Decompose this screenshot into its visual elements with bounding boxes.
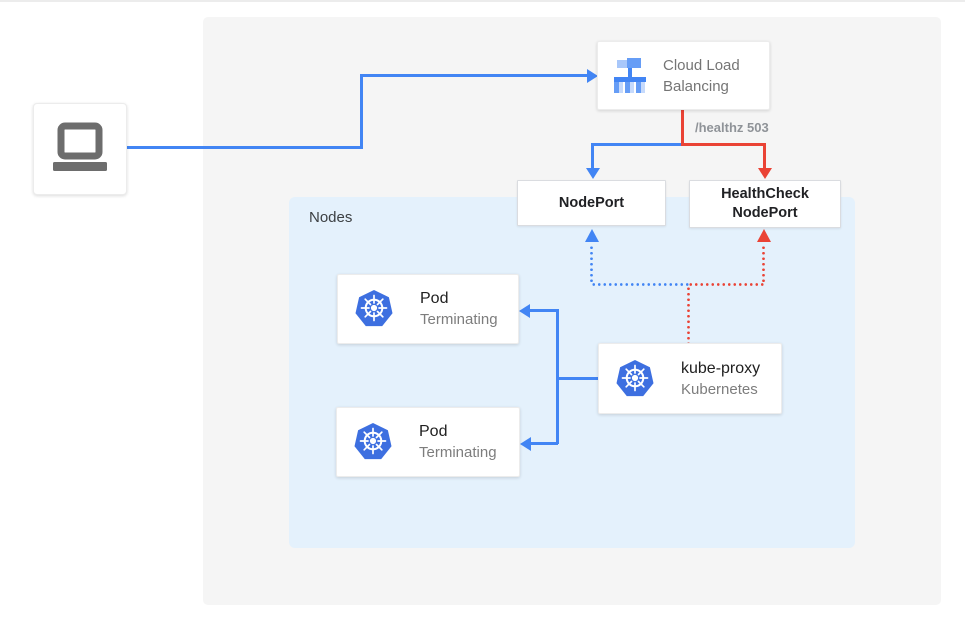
arrowhead-into-pod2 — [520, 437, 531, 451]
edge-to-pod2 — [529, 442, 558, 445]
kube-proxy-card: kube-proxy Kubernetes — [598, 343, 782, 414]
pod2-card: Pod Terminating — [336, 407, 520, 477]
client-card — [33, 103, 127, 195]
pod1-card: Pod Terminating — [337, 274, 519, 344]
pod1-title: Pod — [420, 290, 449, 307]
dotted-red-vertical — [762, 245, 765, 285]
kubernetes-icon — [353, 422, 393, 462]
edge-red-into-healthcheck — [763, 143, 766, 169]
pod2-title: Pod — [419, 423, 448, 440]
pod2-status: Terminating — [419, 444, 497, 461]
arrowhead-into-pod1 — [519, 304, 530, 318]
load-balancer-label-line1: Cloud Load — [663, 56, 740, 74]
edge-lb-down-red — [681, 110, 684, 146]
dotted-arrowhead-into-healthcheck — [757, 229, 771, 242]
kube-proxy-subtitle: Kubernetes — [681, 380, 758, 398]
arrowhead-into-nodeport — [586, 168, 600, 179]
cloud-load-balancing-card: Cloud Load Balancing — [597, 41, 770, 110]
dotted-blue-horizontal — [591, 283, 690, 286]
healthz-503-label: /healthz 503 — [695, 120, 769, 135]
laptop-icon — [48, 122, 112, 176]
edge-client-to-lb-vertical — [360, 74, 363, 149]
kubernetes-icon — [354, 289, 394, 329]
dotted-red-from-kube-proxy — [687, 286, 690, 344]
edge-kube-proxy-connector — [557, 377, 599, 380]
edge-branch-red-horizontal — [681, 143, 766, 146]
healthcheck-nodeport-label-line2: NodePort — [732, 205, 798, 221]
kubernetes-icon — [615, 358, 655, 399]
kube-proxy-title: kube-proxy — [681, 359, 761, 377]
load-balancer-icon — [608, 54, 652, 98]
healthcheck-nodeport-card: HealthCheck NodePort — [689, 180, 841, 228]
edge-client-to-lb-top — [360, 74, 588, 77]
edge-to-pod1 — [528, 309, 558, 312]
dotted-blue-vertical — [590, 245, 593, 285]
dotted-arrowhead-into-nodeport — [585, 229, 599, 242]
load-balancer-label-line2: Balancing — [663, 77, 729, 95]
edge-kube-proxy-vertical — [556, 309, 559, 444]
healthcheck-nodeport-label-line1: HealthCheck — [721, 186, 809, 202]
pod1-status: Terminating — [420, 311, 498, 328]
page-top-border — [0, 0, 965, 2]
edge-client-to-lb-horizontal — [127, 146, 362, 149]
edge-blue-into-nodeport — [591, 143, 594, 169]
arrowhead-into-load-balancer — [587, 69, 598, 83]
dotted-red-horizontal — [688, 283, 766, 286]
edge-branch-blue-horizontal — [592, 143, 684, 146]
arrowhead-into-healthcheck-nodeport — [758, 168, 772, 179]
nodeport-label: NodePort — [558, 194, 625, 211]
nodes-container-label: Nodes — [309, 209, 353, 226]
nodeport-card: NodePort — [517, 180, 666, 226]
